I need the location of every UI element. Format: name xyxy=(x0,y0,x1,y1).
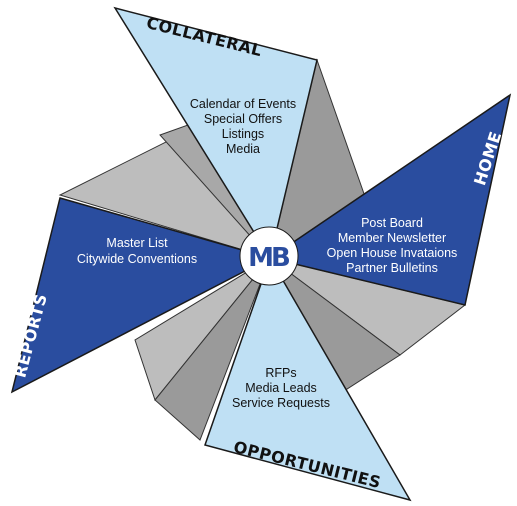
collateral-item: Calendar of Events xyxy=(190,97,296,111)
opportunities-items: RFPs Media Leads Service Requests xyxy=(232,366,330,410)
opportunities-blade[interactable] xyxy=(204,256,412,502)
reports-blade[interactable] xyxy=(10,197,273,394)
reports-item: Master List xyxy=(106,236,168,250)
collateral-item: Media xyxy=(226,142,260,156)
reports-items: Master List Citywide Conventions xyxy=(77,236,197,266)
opportunities-item: Media Leads xyxy=(245,381,317,395)
reports-item: Citywide Conventions xyxy=(77,252,197,266)
wedge-bottom-left-dark xyxy=(154,257,271,441)
collateral-item: Listings xyxy=(222,127,264,141)
collateral-item: Special Offers xyxy=(204,112,282,126)
mb-logo-icon[interactable]: MB xyxy=(239,226,299,286)
opportunities-item: Service Requests xyxy=(232,396,330,410)
collateral-items: Calendar of Events Special Offers Listin… xyxy=(190,97,296,156)
home-item: Open House Invataions xyxy=(327,246,458,260)
opportunities-item: RFPs xyxy=(265,366,296,380)
home-item: Member Newsletter xyxy=(338,231,446,245)
collateral-blade[interactable] xyxy=(113,6,318,260)
home-items: Post Board Member Newsletter Open House … xyxy=(327,216,458,275)
logo-text: MB xyxy=(248,243,289,273)
home-blade[interactable] xyxy=(268,93,512,306)
home-item: Post Board xyxy=(361,216,423,230)
home-item: Partner Bulletins xyxy=(346,261,438,275)
